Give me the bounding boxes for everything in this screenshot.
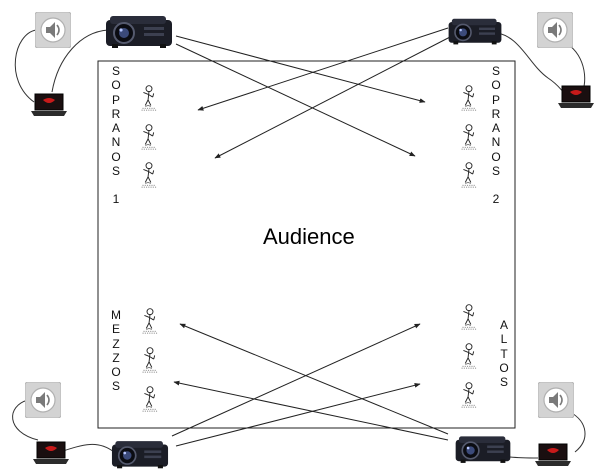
label-letter: N [489, 135, 503, 149]
projector-icon [456, 436, 511, 463]
singer-icon [458, 161, 480, 189]
singer-icon [138, 161, 160, 189]
label-letter: M [109, 308, 123, 322]
label-letter: A [489, 121, 503, 135]
label-letter: A [497, 318, 511, 332]
projector-icon [106, 16, 172, 48]
label-letter: Z [109, 337, 123, 351]
label-letter: S [109, 164, 123, 178]
label-letter: O [109, 365, 123, 379]
laptop-icon [33, 442, 69, 464]
label-letter: L [497, 332, 511, 346]
label-letter: N [109, 135, 123, 149]
sopranos-1-label: S O P R A N O S 1 [109, 64, 123, 207]
singer-icon [458, 342, 480, 370]
singer-icon [458, 84, 480, 112]
label-letter: P [489, 93, 503, 107]
projector-icon [449, 19, 502, 45]
cable-bl-laptop-projector [60, 444, 114, 452]
label-letter: P [109, 93, 123, 107]
speaker-icon [538, 382, 574, 418]
group-number: 1 [109, 192, 123, 206]
cable-tl-speaker-laptop [15, 30, 36, 102]
cable-br-projector-laptop [510, 457, 538, 458]
label-letter: O [109, 150, 123, 164]
label-letter: S [489, 64, 503, 78]
singer-icon [138, 123, 160, 151]
laptop-icon [31, 94, 67, 116]
projector-icon [112, 441, 168, 468]
label-letter: O [489, 150, 503, 164]
label-letter: S [109, 379, 123, 393]
group-number: 2 [489, 192, 503, 206]
speaker-icon [35, 12, 71, 48]
label-letter: A [109, 121, 123, 135]
label-letter: Z [109, 351, 123, 365]
laptop-icon [535, 444, 571, 466]
sopranos-2-label: S O P R A N O S 2 [489, 64, 503, 207]
singer-icon [458, 381, 480, 409]
label-letter: O [497, 361, 511, 375]
singer-icon [139, 346, 161, 374]
speaker-icon [25, 382, 61, 418]
singer-icon [458, 123, 480, 151]
label-letter: O [489, 78, 503, 92]
speaker-icon [537, 12, 573, 48]
singer-icon [458, 303, 480, 331]
laptop-icon [558, 86, 594, 108]
singer-icon [139, 307, 161, 335]
label-letter: S [489, 164, 503, 178]
label-letter: R [109, 107, 123, 121]
label-letter: R [489, 107, 503, 121]
label-letter: O [109, 78, 123, 92]
singer-icon [139, 385, 161, 413]
label-letter: S [109, 64, 123, 78]
label-letter: S [497, 375, 511, 389]
label-letter: E [109, 322, 123, 336]
label-letter: T [497, 347, 511, 361]
altos-label: A L T O S [497, 318, 511, 389]
mezzos-label: M E Z Z O S [109, 308, 123, 394]
audience-label: Audience [263, 224, 355, 250]
singer-icon [138, 84, 160, 112]
